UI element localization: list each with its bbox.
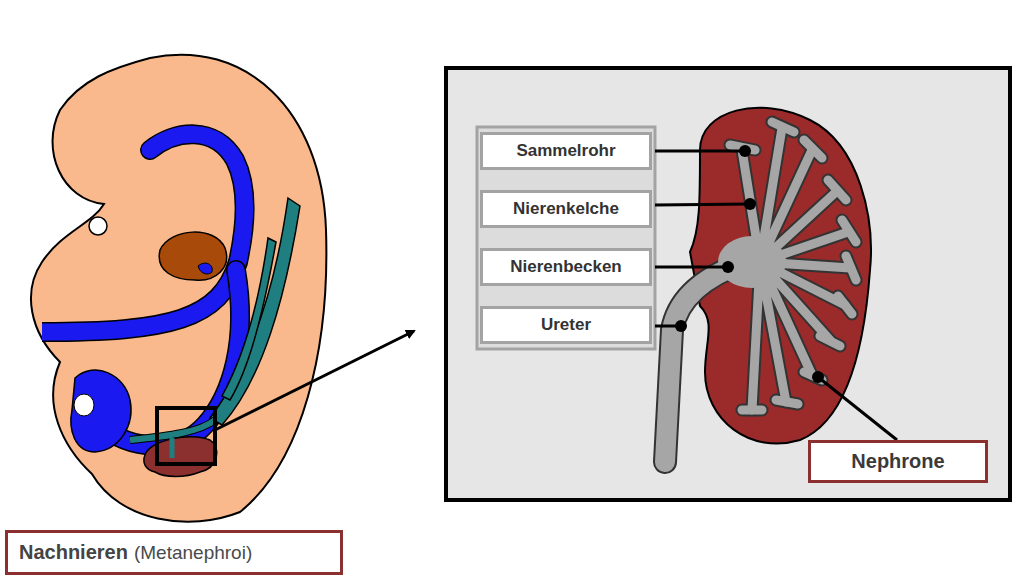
ureter-outline (665, 262, 745, 462)
label-box: Sammelrohr (480, 132, 652, 170)
leader-dot (722, 261, 734, 273)
cloaca (71, 370, 131, 452)
embryo (31, 55, 414, 522)
gut-outline (42, 262, 238, 332)
zoom-square (157, 408, 215, 464)
liver (159, 232, 226, 280)
label-text: Nierenkelche (513, 199, 619, 219)
renal-pelvis (718, 236, 786, 288)
label-stack-frame (477, 127, 655, 349)
leader-dot (744, 198, 756, 210)
zoom-arrow (215, 331, 414, 430)
leader-dot (675, 320, 687, 332)
embryo-body (31, 55, 326, 522)
leader-dots (675, 145, 824, 383)
leader-line (655, 266, 728, 269)
highlight-label-box: Nephrone (808, 440, 988, 483)
bile-duct (198, 263, 212, 274)
leader-lines (655, 151, 897, 440)
cloaca-opening (74, 394, 94, 416)
label-box: Nierenkelche (480, 190, 652, 228)
label-text: Nachnieren (19, 541, 128, 564)
kidney (665, 108, 871, 462)
yolk-stalk (42, 262, 238, 332)
leader-line (655, 204, 750, 205)
embryo-vesicle (89, 217, 107, 235)
metanephros (144, 437, 217, 477)
ureter-tube (665, 262, 745, 462)
label-text: Nierenbecken (510, 257, 622, 277)
leader-line (655, 150, 745, 153)
ureteric-bud (170, 438, 175, 458)
leader-dot (812, 371, 824, 383)
caption-box: Nachnieren (Metanephroi) (5, 530, 343, 575)
label-box: Ureter (480, 306, 652, 344)
label-text: (Metanephroi) (134, 542, 252, 564)
label-text: Sammelrohr (516, 141, 615, 161)
mesonephros (210, 198, 300, 425)
label-text: Nephrone (851, 450, 944, 473)
leader-line (818, 377, 897, 440)
label-box: Nierenbecken (480, 248, 652, 286)
label-text: Ureter (541, 315, 591, 335)
mesonephros (222, 238, 276, 400)
inset-frame (446, 68, 1010, 500)
leader-dot (739, 145, 751, 157)
